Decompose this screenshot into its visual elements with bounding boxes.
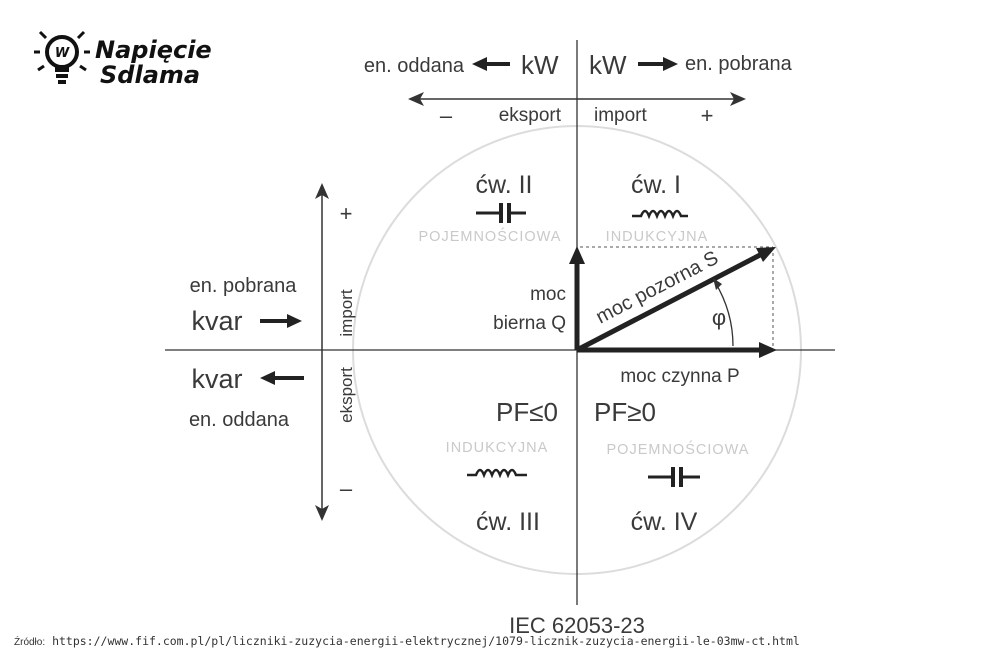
reactive-power-vector <box>569 246 585 350</box>
arrow-right-icon <box>730 92 746 106</box>
arrow-down-icon <box>315 505 329 521</box>
source-caption: Źródło: https://www.fif.com.pl/pl/liczni… <box>14 634 800 648</box>
kvar-arrow-left-icon <box>260 371 304 385</box>
logo-line2: Sdlama <box>100 61 200 89</box>
lightbulb-icon: W <box>34 30 90 84</box>
left-plus-sign: + <box>340 201 353 226</box>
pf-left-label: PF≤0 <box>496 397 558 427</box>
active-power-vector <box>577 342 777 358</box>
top-plus-sign: + <box>701 103 714 128</box>
top-right-unit: kW <box>589 50 627 80</box>
phi-arrow-icon <box>713 278 722 290</box>
active-energy-scale: en. oddana kW kW en. pobrana – eksport i… <box>364 50 793 128</box>
quadrant-4-label: ćw. IV <box>631 508 698 536</box>
arrow-up-icon <box>315 183 329 199</box>
bold-arrow-left-icon <box>472 57 510 71</box>
quadrant-1-label: ćw. I <box>631 171 681 199</box>
active-power-label: moc czynna P <box>620 366 739 387</box>
top-eksport-label: eksport <box>499 105 562 126</box>
kvar-arrow-right-icon <box>260 314 302 328</box>
top-left-unit: kW <box>521 50 559 80</box>
quadrant-4-type: POJEMNOŚCIOWA <box>607 440 750 458</box>
left-eksport-label: eksport <box>337 367 356 423</box>
projection-lines <box>580 246 774 350</box>
left-pobrana-label: en. pobrana <box>190 275 298 297</box>
source-url[interactable]: https://www.fif.com.pl/pl/liczniki-zuzyc… <box>52 634 800 648</box>
source-label: Źródło: <box>14 637 46 648</box>
top-minus-sign: – <box>440 103 453 128</box>
left-minus-sign: – <box>340 476 353 501</box>
quadrant-1-type: INDUKCYJNA <box>606 229 709 245</box>
apparent-power-label: moc pozorna S <box>592 247 722 328</box>
quadrant-2-type: POJEMNOŚCIOWA <box>419 227 562 245</box>
apparent-power-vector <box>575 247 776 353</box>
top-left-label: en. oddana <box>364 55 465 77</box>
reactive-power-label-line1: moc <box>530 284 566 305</box>
quadrant-2-label: ćw. II <box>476 171 533 199</box>
left-oddana-label: en. oddana <box>189 409 290 431</box>
bold-arrow-right-icon <box>638 57 678 71</box>
logo: W Napięcie Sdlama <box>34 30 212 89</box>
pf-right-label: PF≥0 <box>594 397 656 427</box>
capacitor-icon <box>648 467 700 487</box>
arrow-left-icon <box>408 92 424 106</box>
logo-line1: Napięcie <box>95 36 212 64</box>
capacitor-icon <box>476 203 526 223</box>
quadrant-3-type: INDUKCYJNA <box>446 440 549 456</box>
inductor-icon <box>467 468 527 479</box>
logo-bulb-letter: W <box>55 46 70 61</box>
left-import-label: import <box>337 289 356 337</box>
standard-label: IEC 62053-23 <box>509 613 645 638</box>
top-right-label: en. pobrana <box>685 53 793 75</box>
phi-label: φ <box>712 305 726 330</box>
left-kvar-bottom: kvar <box>191 364 242 394</box>
quadrant-3-label: ćw. III <box>476 508 540 536</box>
reactive-power-label-line2: bierna Q <box>493 313 566 334</box>
left-kvar-top: kvar <box>191 306 242 336</box>
inductor-icon <box>632 209 688 220</box>
top-import-label: import <box>594 105 648 126</box>
reactive-energy-scale: + – import eksport en. pobrana kvar kvar… <box>189 183 356 521</box>
